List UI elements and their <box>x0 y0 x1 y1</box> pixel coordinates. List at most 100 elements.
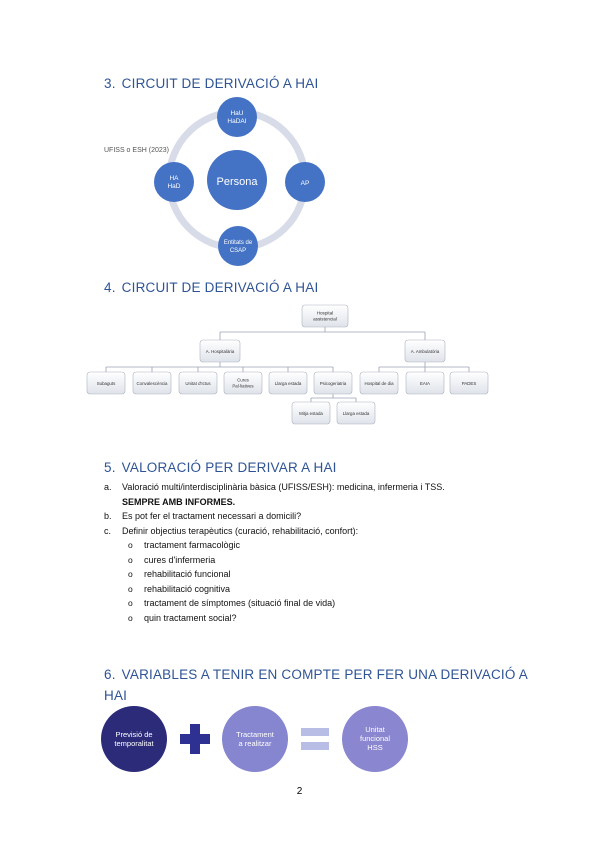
sub-list-item: o tractament farmacològic <box>104 538 544 553</box>
equation-circle-2-line1: Tractament <box>236 730 275 739</box>
sub-list-item-text: quin tractament social? <box>144 612 237 623</box>
cycle-node-top <box>217 97 257 137</box>
svg-text:assistencial: assistencial <box>313 317 337 322</box>
org-leaf-llarga-estada: Llarga estada <box>268 371 308 395</box>
bullet-marker: o <box>128 598 133 608</box>
org-connectors <box>105 327 470 402</box>
equation-circle-temporalitat <box>101 706 167 772</box>
org-leaf-subaguts: Subaguts <box>86 371 126 395</box>
sub-list-item: o rehabilitació funcional <box>104 567 544 582</box>
equation-circle-3-line1: Unitat <box>365 725 386 734</box>
list-item-text: Definir objectius terapèutics (curació, … <box>122 525 359 536</box>
svg-text:Unitat d'Ictus: Unitat d'Ictus <box>185 381 211 386</box>
cycle-center-label: Persona <box>217 176 259 188</box>
list-item: a. Valoració multi/interdisciplinària bà… <box>104 480 544 509</box>
section-title-continuation: HAI <box>104 688 128 703</box>
section-number: 6. <box>104 667 116 682</box>
svg-text:Hospital: Hospital <box>317 311 334 316</box>
section-number: 4. <box>104 280 116 295</box>
equation-circle-tractament <box>222 706 288 772</box>
cycle-node-bottom-line2: CSAP <box>230 248 246 254</box>
list-marker: b. <box>104 511 112 521</box>
plus-icon <box>180 724 210 754</box>
bullet-marker: o <box>128 583 133 594</box>
cycle-diagram: UFISS o ESH (2023) Persona HaU HaDAI AP … <box>104 97 325 266</box>
equation-circle-3-line2: funcional <box>360 734 390 743</box>
list-item-text: Es pot fer el tractament necessari a dom… <box>122 511 302 521</box>
bullet-marker: o <box>128 569 133 579</box>
sub-list-item-text: tractament farmacològic <box>144 540 241 550</box>
org-subleaf-mitja-estada: Mitja estada <box>291 401 331 425</box>
org-leaf-pades: PADES <box>449 371 489 395</box>
sub-list-item: o tractament de símptomes (situació fina… <box>104 596 544 611</box>
org-leaf-cures-palliatives: Cures Pal·liatives <box>223 371 263 395</box>
cycle-node-left <box>154 162 194 202</box>
cycle-node-top-line2: HaDAI <box>227 118 246 125</box>
section-title: VALORACIÓ PER DERIVAR A HAI <box>121 460 337 475</box>
cycle-node-left-line1: HA <box>169 175 179 182</box>
cycle-node-right <box>285 162 325 202</box>
section-title: CIRCUIT DE DERIVACIÓ A HAI <box>121 76 319 91</box>
svg-text:A. Hospitalària: A. Hospitalària <box>206 349 235 354</box>
org-leaf-unitat-ictus: Unitat d'Ictus <box>178 371 218 395</box>
svg-text:EAIA: EAIA <box>420 381 430 386</box>
svg-text:Hospital de dia: Hospital de dia <box>364 381 394 386</box>
sub-list-item-text: tractament de símptomes (situació final … <box>144 598 336 608</box>
equation-circle-2-line2: a realitzar <box>239 739 272 748</box>
equation-diagram: Previsió de temporalitat Tractament a re… <box>101 706 408 772</box>
equals-icon <box>301 728 329 750</box>
svg-text:Cures: Cures <box>237 378 250 383</box>
section-3-heading: 3. CIRCUIT DE DERIVACIÓ A HAI <box>104 76 318 91</box>
org-leaf-convalescencia: Convalescència <box>132 371 172 395</box>
svg-text:PADES: PADES <box>462 381 477 386</box>
org-subleaf-llarga-estada: Llarga estada <box>336 401 376 425</box>
sub-list-item: o quin tractament social? <box>104 611 544 626</box>
section-6-heading: 6. VARIABLES A TENIR EN COMPTE PER FER UN… <box>104 664 528 706</box>
section-number: 5. <box>104 460 116 475</box>
sub-list-item-text: rehabilitació cognitiva <box>144 583 231 594</box>
org-root: Hospital assistencial <box>301 304 349 328</box>
svg-text:Llarga estada: Llarga estada <box>275 381 302 386</box>
list-marker: a. <box>104 482 112 492</box>
list-item-emphasis: SEMPRE AMB INFORMES. <box>122 496 236 507</box>
section-title: CIRCUIT DE DERIVACIÓ A HAI <box>121 280 319 295</box>
assessment-list: a. Valoració multi/interdisciplinària bà… <box>104 480 544 625</box>
org-leaf-hospital-de-dia: Hospital de dia <box>359 371 399 395</box>
bullet-marker: o <box>128 612 133 623</box>
list-item: c. Definir objectius terapèutics (curaci… <box>104 524 544 539</box>
cycle-node-bottom-line1: Entitats de <box>224 240 253 246</box>
svg-text:Psicogeriatria: Psicogeriatria <box>320 381 347 386</box>
equation-circle-1-line2: temporalitat <box>114 739 154 748</box>
cycle-node-top-line1: HaU <box>230 110 243 117</box>
section-4-heading: 4. CIRCUIT DE DERIVACIÓ A HAI <box>104 280 318 295</box>
sub-list-item: o cures d'infermeria <box>104 553 544 568</box>
org-leaf-eaia: EAIA <box>405 371 445 395</box>
svg-text:Mitja estada: Mitja estada <box>299 411 323 416</box>
section-number: 3. <box>104 76 116 91</box>
org-chart: Hospital assistencial A. Hospitalària A.… <box>86 304 489 425</box>
list-item-text: Valoració multi/interdisciplinària bàsic… <box>122 482 445 492</box>
equation-circle-3-line3: HSS <box>367 743 382 752</box>
cycle-node-left-line2: HaD <box>167 183 180 190</box>
cycle-node-right-label: AP <box>301 180 310 187</box>
bullet-marker: o <box>128 554 133 565</box>
equation-circle-1-line1: Previsió de <box>115 730 152 739</box>
sub-list-item: o rehabilitació cognitiva <box>104 582 544 597</box>
svg-text:Pal·liatives: Pal·liatives <box>232 384 254 389</box>
page-number: 2 <box>296 786 303 797</box>
svg-text:Subaguts: Subaguts <box>97 381 116 386</box>
svg-text:Llarga estada: Llarga estada <box>343 411 370 416</box>
cycle-center-node <box>207 150 267 210</box>
org-branch-hospitalaria: A. Hospitalària <box>199 339 241 363</box>
equation-circle-unitat <box>342 706 408 772</box>
section-5-heading: 5. VALORACIÓ PER DERIVAR A HAI <box>104 460 337 475</box>
svg-text:A. Ambulatòria: A. Ambulatòria <box>411 349 440 354</box>
bullet-marker: o <box>128 540 133 550</box>
list-item: b. Es pot fer el tractament necessari a … <box>104 509 544 524</box>
section-title: VARIABLES A TENIR EN COMPTE PER FER UNA … <box>121 667 528 682</box>
cycle-source: UFISS o ESH (2023) <box>104 147 169 154</box>
sub-list-item-text: rehabilitació funcional <box>144 569 231 579</box>
org-branch-ambulatoria: A. Ambulatòria <box>404 339 446 363</box>
org-leaf-psicogeriatria: Psicogeriatria <box>313 371 353 395</box>
svg-text:Convalescència: Convalescència <box>137 381 169 386</box>
